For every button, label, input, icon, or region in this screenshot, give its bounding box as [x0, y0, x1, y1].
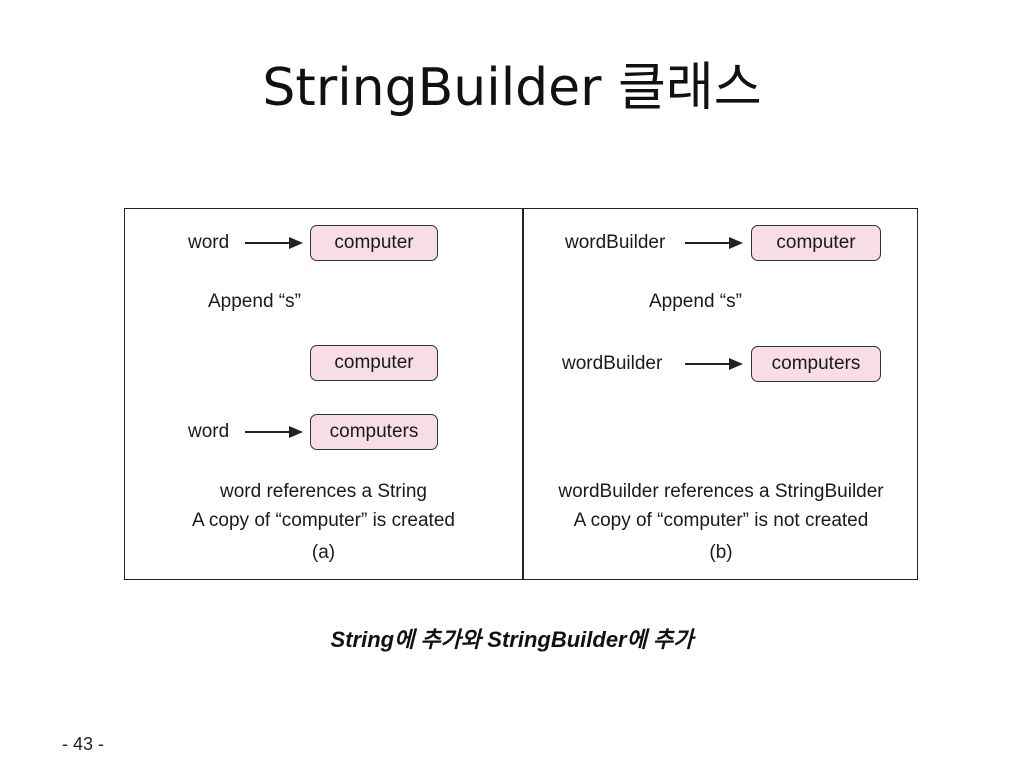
arrow-icon [245, 425, 303, 439]
string-box-computer-unreferenced: computer [310, 345, 438, 381]
append-action-label: Append “s” [649, 291, 742, 312]
string-box-computer-original: computer [310, 225, 438, 261]
description-line-2: A copy of “computer” is created [192, 510, 455, 531]
panel-label-a: (a) [311, 542, 336, 563]
panel-b: wordBuilder computer Append “s” wordBuil… [523, 209, 919, 579]
panel-label-b: (b) [709, 542, 733, 563]
page-number: - 43 - [62, 734, 105, 754]
reference-label-wordbuilder-2: wordBuilder [562, 353, 663, 374]
slide-title: StringBuilder 클래스 [262, 58, 762, 118]
reference-label-wordbuilder-1: wordBuilder [565, 232, 666, 253]
stringbuilder-box-computers: computers [751, 346, 881, 382]
figure-caption: String에 추가와 StringBuilder에 추가 [330, 627, 694, 652]
append-action-label: Append “s” [208, 291, 301, 312]
description-line-1: word references a String [220, 481, 427, 502]
description-line-2: A copy of “computer” is not created [573, 510, 869, 531]
panel-a: word computer Append “s” computer word c… [125, 209, 522, 579]
description-line-1: wordBuilder references a StringBuilder [558, 481, 884, 502]
figure-string-vs-stringbuilder: word computer Append “s” computer word c… [124, 208, 918, 580]
reference-label-word-1: word [188, 232, 230, 253]
arrow-icon [685, 357, 743, 371]
arrow-icon [685, 236, 743, 250]
reference-label-word-2: word [188, 421, 230, 442]
arrow-icon [245, 236, 303, 250]
panel-divider [522, 209, 524, 579]
string-box-computers-new: computers [310, 414, 438, 450]
stringbuilder-box-computer: computer [751, 225, 881, 261]
